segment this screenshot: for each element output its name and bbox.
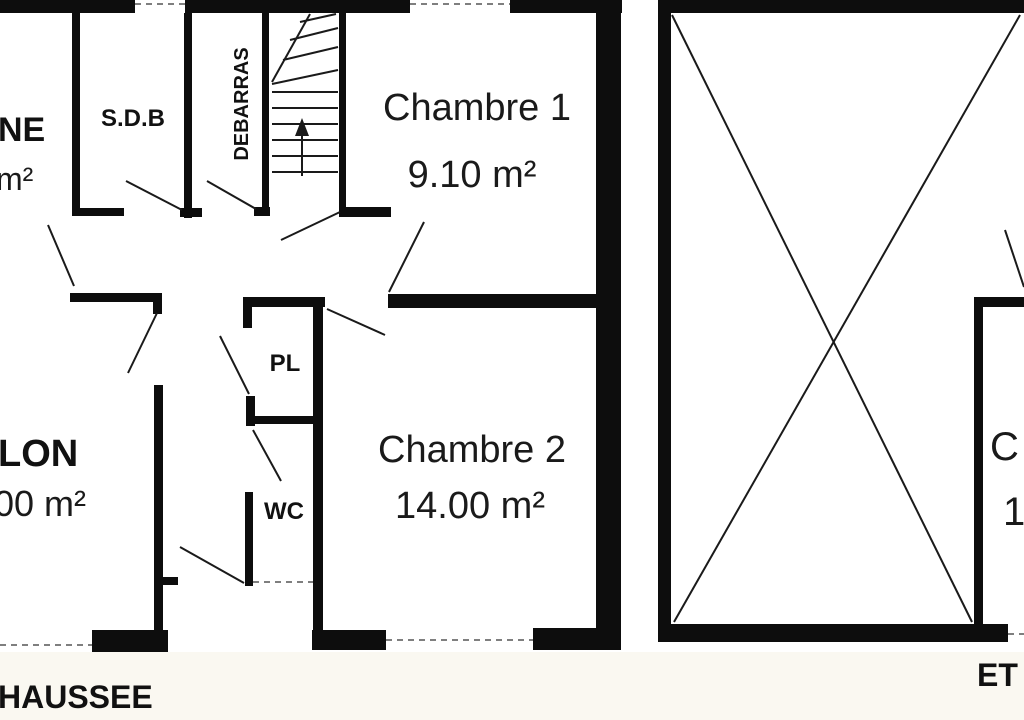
pl-wall-top <box>243 297 325 307</box>
right-room-area: 1 <box>1003 490 1024 534</box>
void-wall-top <box>658 0 1024 13</box>
stairs-arrow-icon <box>295 118 309 136</box>
wall-exterior-right <box>596 0 621 650</box>
staircase <box>271 13 339 176</box>
wall-top-middle <box>185 0 410 13</box>
wc-label: WC <box>264 498 304 525</box>
chambre2-area: 14.00 m² <box>395 485 545 527</box>
footer-band <box>0 652 1024 720</box>
door-chambre1 <box>388 221 425 293</box>
chambre1-area: 9.10 m² <box>408 154 537 196</box>
debarras-label: DEBARRAS <box>231 47 253 160</box>
stairs-jamb-bottom <box>339 207 391 217</box>
chambre1-bottom-wall <box>388 294 600 308</box>
void-wall-left <box>658 0 671 642</box>
door-chambre2 <box>326 308 386 336</box>
door-debarras <box>206 180 257 210</box>
debarras-door-jamb <box>254 207 270 216</box>
wall-top-right <box>510 0 622 13</box>
salon-name: LON <box>0 433 78 475</box>
sdb-wall-bottom <box>72 208 124 216</box>
door-entry <box>179 546 245 584</box>
right-room-wall-top <box>974 297 1024 307</box>
door-sdb <box>125 180 183 211</box>
door-swings-left <box>47 180 425 584</box>
salon-jamb <box>162 577 178 585</box>
wall-bottom-chambre2-left <box>312 630 386 650</box>
sdb-door-jamb <box>180 208 202 217</box>
wc-wall-left <box>245 492 253 586</box>
door-right-room <box>1004 229 1024 288</box>
right-room-wall-left <box>974 297 983 642</box>
pl-label: PL <box>270 350 301 377</box>
void-cross <box>671 14 1021 623</box>
door-stairs <box>280 211 341 241</box>
sdb-wall-left <box>72 13 80 216</box>
chambre2-name: Chambre 2 <box>378 429 566 471</box>
floor-label-right: ET <box>977 657 1018 693</box>
door-pl <box>219 335 250 395</box>
openings-left <box>0 3 533 646</box>
wall-bottom-right <box>533 628 621 650</box>
chambre1-name: Chambre 1 <box>383 87 571 129</box>
salon-area: 00 m² <box>0 483 86 524</box>
right-room-name: C <box>990 425 1019 469</box>
debarras-wall-right <box>262 13 269 216</box>
wall-top-left <box>0 0 135 13</box>
stairs-wall-right <box>339 13 346 216</box>
door-salon <box>127 312 158 374</box>
partitions-left <box>70 13 600 650</box>
corridor-jamb <box>153 293 162 314</box>
sdb-label: S.D.B <box>101 105 165 132</box>
sdb-debarras-divider <box>184 13 192 218</box>
cuisine-name: NE <box>0 111 45 149</box>
pl-wall-left <box>243 297 252 328</box>
pl-wc-right-wall <box>313 297 323 650</box>
wall-bottom-salon <box>92 630 168 652</box>
void-wall-bottom <box>658 624 1008 642</box>
wc-door-jamb-top <box>246 396 255 426</box>
walls-right <box>658 0 1024 642</box>
walls-left <box>0 0 622 652</box>
door-cuisine <box>47 224 75 287</box>
corridor-wall-left <box>70 293 162 302</box>
cuisine-area: m² <box>0 161 34 197</box>
floor-label-left: HAUSSEE <box>0 679 153 715</box>
door-wc <box>252 429 282 482</box>
pl-wall-bottom <box>246 416 316 424</box>
salon-wall-right <box>154 385 163 650</box>
